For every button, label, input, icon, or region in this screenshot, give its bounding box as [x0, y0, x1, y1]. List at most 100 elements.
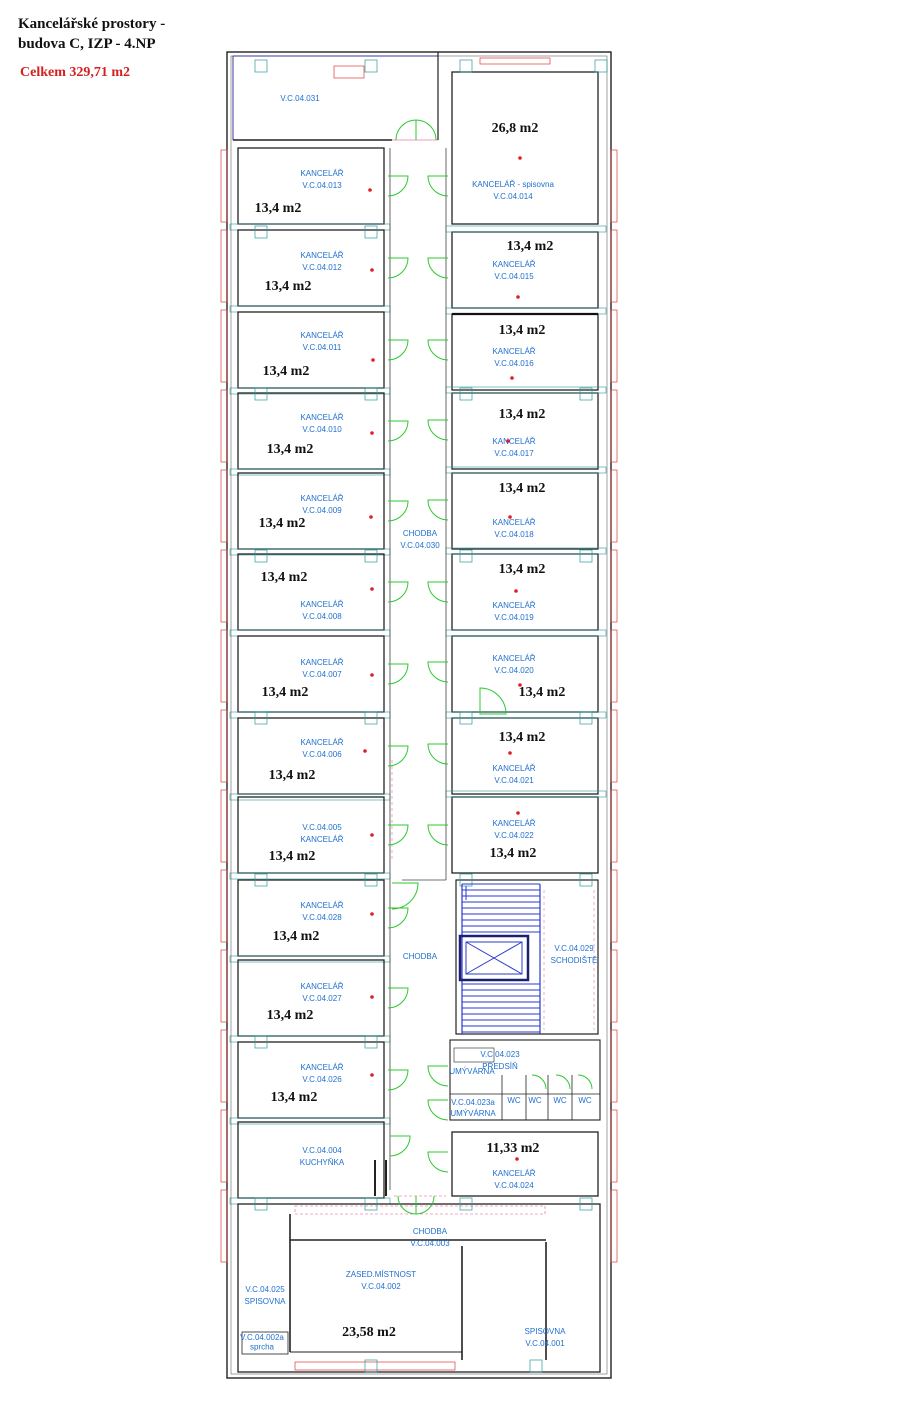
room-label: V.C.04.021: [494, 776, 534, 785]
room-label: V.C.04.019: [494, 613, 534, 622]
room-marker-dot: [370, 833, 374, 837]
room-label: PŘEDSÍŇ: [482, 1062, 518, 1071]
room-label: KANCELÁŘ - spisovna: [472, 180, 554, 189]
room-marker-dot: [370, 912, 374, 916]
room-marker-dot: [363, 749, 367, 753]
window-right: [610, 789, 618, 863]
window-left: [220, 869, 228, 943]
door-swing: [479, 687, 507, 715]
room-marker-dot: [371, 358, 375, 362]
room-area: 13,4 m2: [259, 516, 306, 531]
room-marker-dot: [370, 1073, 374, 1077]
bottom-dashed: [294, 1205, 546, 1215]
window-marker: [254, 1197, 268, 1211]
room-label: KANCELÁŘ: [300, 331, 343, 340]
room-label: V.C.04.022: [494, 831, 534, 840]
door-swing: [427, 339, 449, 361]
room-label: V.C.04.017: [494, 449, 534, 458]
room-label: KANCELÁŘ: [300, 835, 343, 844]
window-right: [610, 469, 618, 543]
room-area: 13,4 m2: [499, 562, 546, 577]
room-area: 13,4 m2: [263, 364, 310, 379]
room-area: 13,4 m2: [255, 201, 302, 216]
plan-title: Kancelářské prostory - budova C, IZP - 4…: [18, 14, 165, 54]
window-marker: [579, 549, 593, 563]
room-label: KANCELÁŘ: [300, 982, 343, 991]
room-label: KANCELÁŘ: [300, 494, 343, 503]
skylight: [333, 65, 365, 79]
room-label: KANCELÁŘ: [300, 1063, 343, 1072]
room-label: CHODBA: [403, 952, 438, 961]
room-label: V.C.04.012: [302, 263, 342, 272]
room-label: V.C.04.020: [494, 666, 534, 675]
window-right: [610, 949, 618, 1023]
window-marker: [254, 711, 268, 725]
window-left: [220, 389, 228, 463]
room-label: V.C.04.024: [494, 1181, 534, 1190]
room-label: KANCELÁŘ: [492, 518, 535, 527]
room-label: WC: [553, 1096, 567, 1105]
door-swing: [387, 1069, 409, 1091]
window-marker: [459, 387, 473, 401]
room-label: sprcha: [250, 1343, 275, 1352]
room-marker-dot: [370, 587, 374, 591]
room-label: V.C.04.002a: [240, 1333, 284, 1342]
double-door-top: [395, 119, 437, 141]
window-marker: [579, 1197, 593, 1211]
door-swing: [387, 907, 409, 929]
room-label: KANCELÁŘ: [300, 169, 343, 178]
room-label: KANCELÁŘ: [492, 437, 535, 446]
window-marker: [364, 225, 378, 239]
room-label: V.C.04.014: [493, 192, 533, 201]
right-room-walls: [451, 1131, 599, 1197]
room-label: V.C.04.029: [554, 944, 594, 953]
window-marker: [579, 873, 593, 887]
room-label: WC: [528, 1096, 542, 1105]
window-right: [610, 869, 618, 943]
window-right: [610, 1109, 618, 1183]
door-swing: [387, 257, 409, 279]
room-wc3: WC: [553, 1096, 567, 1105]
room-label: V.C.04.023a: [451, 1098, 495, 1107]
window-left: [220, 1189, 228, 1263]
room-label: V.C.04.005: [302, 823, 342, 832]
window-marker: [254, 387, 268, 401]
room-wc2: WC: [528, 1096, 542, 1105]
left-partition: [229, 1117, 391, 1125]
window-right: [610, 1189, 618, 1263]
room-label: V.C.04.013: [302, 181, 342, 190]
door-swing: [427, 499, 449, 521]
window-top: [479, 57, 551, 65]
door-swing: [387, 824, 409, 846]
room-label: KANCELÁŘ: [492, 260, 535, 269]
outer-wall: [226, 51, 612, 1379]
window-left: [220, 1029, 228, 1103]
room-label: UMÝVÁRNA: [449, 1067, 495, 1076]
door-swing: [427, 824, 449, 846]
room-label: V.C.04.011: [303, 343, 342, 352]
left-partition: [229, 955, 391, 963]
room-label: V.C.04.007: [302, 670, 342, 679]
door-swing: [387, 663, 409, 685]
room-label: V.C.04.008: [302, 612, 342, 621]
door-swing: [427, 1151, 449, 1173]
room-area: 13,4 m2: [507, 239, 554, 254]
room-label: V.C.04.028: [302, 913, 342, 922]
room-label: KUCHYŇKA: [300, 1158, 345, 1167]
room-label: KANCELÁŘ: [492, 347, 535, 356]
window-marker: [364, 59, 378, 73]
window-right: [610, 709, 618, 783]
room-label: V.C.04.026: [302, 1075, 342, 1084]
door-swing: [427, 581, 449, 603]
room-marker-dot: [370, 431, 374, 435]
doors: [387, 119, 593, 1215]
room-label: KANCELÁŘ: [300, 738, 343, 747]
